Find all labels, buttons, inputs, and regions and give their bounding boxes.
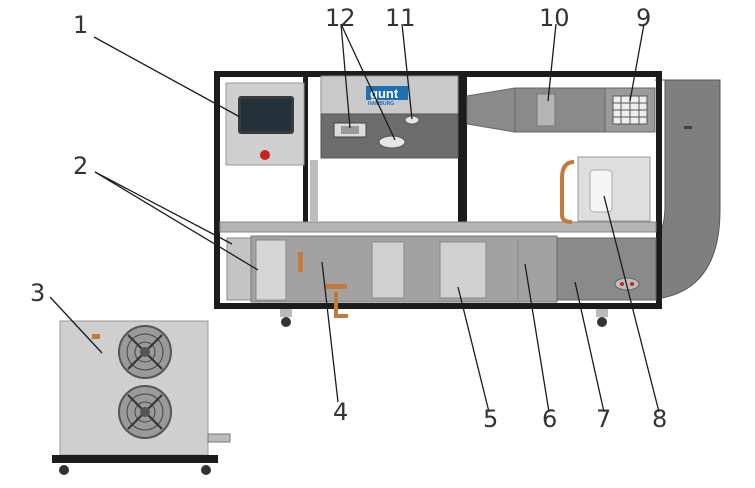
- humidifier: [560, 156, 651, 224]
- lower-module: [226, 235, 657, 318]
- castors: [280, 309, 608, 327]
- main-frame: [214, 71, 662, 309]
- callout-labels: 1 2 3 4 5 6 7 8 9 10 11 12: [30, 4, 667, 433]
- callout-9: 9: [636, 4, 651, 32]
- callout-2: 2: [73, 152, 88, 180]
- emergency-stop: [260, 150, 270, 160]
- logo-brand: gunt: [370, 86, 399, 101]
- callout-5: 5: [483, 405, 498, 433]
- callout-7: 7: [596, 405, 611, 433]
- callout-12: 12: [325, 4, 356, 32]
- gunt-logo: [366, 86, 408, 100]
- callout-10: 10: [539, 4, 570, 32]
- callout-8: 8: [652, 405, 667, 433]
- callout-1: 1: [73, 11, 88, 39]
- callout-3: 3: [30, 279, 45, 307]
- control-cabinet: [225, 82, 305, 166]
- touchscreen: [241, 99, 291, 131]
- logo-sub: HAMBURG: [368, 101, 394, 107]
- callout-4: 4: [333, 398, 348, 426]
- condensing-unit: [52, 320, 231, 475]
- callout-11: 11: [385, 4, 416, 32]
- upper-duct: [466, 87, 656, 133]
- top-unit: gunt HAMBURG: [320, 75, 459, 159]
- callout-6: 6: [542, 405, 557, 433]
- leader-lines: [49, 23, 660, 413]
